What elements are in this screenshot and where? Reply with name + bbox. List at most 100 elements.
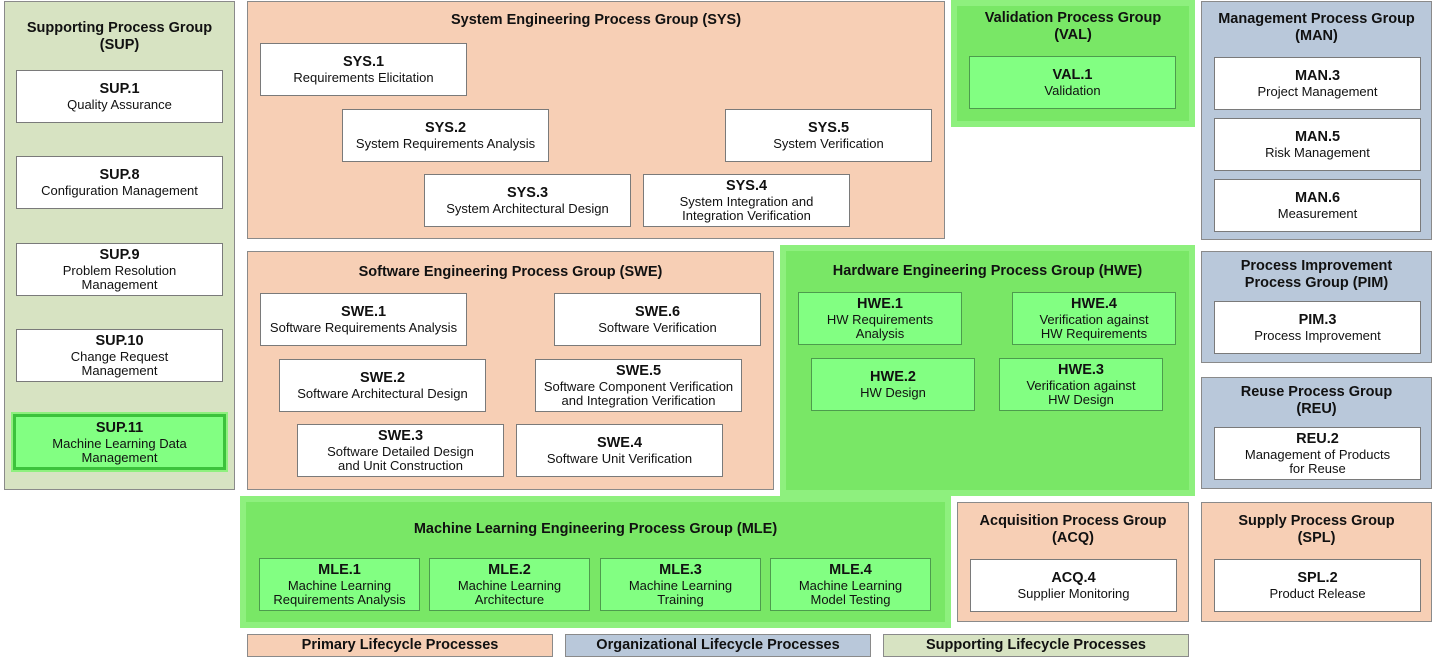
process-name: Software Requirements Analysis [269, 320, 458, 335]
process-id: SUP.10 [95, 333, 144, 349]
process-id: SWE.3 [377, 428, 424, 444]
process-swe2[interactable]: SWE.2 Software Architectural Design [279, 359, 486, 412]
process-name: Machine Learning Architecture [457, 578, 562, 607]
process-man3[interactable]: MAN.3 Project Management [1214, 57, 1421, 110]
group-title-spl: Supply Process Group (SPL) [1238, 513, 1395, 546]
process-name: Measurement [1277, 206, 1358, 221]
process-name: Machine Learning Training [628, 578, 733, 607]
group-swe: Software Engineering Process Group (SWE)… [247, 251, 774, 490]
process-sys5[interactable]: SYS.5 System Verification [725, 109, 932, 162]
process-id: HWE.4 [1071, 296, 1117, 312]
group-title-hwe: Hardware Engineering Process Group (HWE) [832, 263, 1143, 279]
process-name: Software Architectural Design [297, 386, 468, 401]
process-acq4[interactable]: ACQ.4 Supplier Monitoring [970, 559, 1177, 612]
process-hwe3[interactable]: HWE.3 Verification against HW Design [999, 358, 1163, 411]
group-reu: Reuse Process Group (REU) REU.2 Manageme… [1201, 377, 1432, 489]
group-title-man: Management Process Group (MAN) [1218, 11, 1415, 44]
process-name: Product Release [1269, 586, 1366, 601]
group-title-swe: Software Engineering Process Group (SWE) [358, 264, 663, 280]
group-sys: System Engineering Process Group (SYS) S… [247, 1, 945, 239]
process-name: Machine Learning Data Management [52, 435, 187, 465]
process-sys1[interactable]: SYS.1 Requirements Elicitation [260, 43, 467, 96]
legend-supporting: Supporting Lifecycle Processes [883, 634, 1189, 657]
group-title-val: Validation Process Group (VAL) [984, 10, 1162, 43]
process-name: Software Unit Verification [546, 451, 693, 466]
process-sys4[interactable]: SYS.4 System Integration and Integration… [643, 174, 850, 227]
process-mle1[interactable]: MLE.1 Machine Learning Requirements Anal… [259, 558, 420, 611]
process-name: Supplier Monitoring [1017, 586, 1130, 601]
process-id: MLE.3 [659, 562, 702, 578]
process-sup8[interactable]: SUP.8 Configuration Management [16, 156, 223, 209]
process-name: System Verification [773, 136, 884, 151]
process-sup10[interactable]: SUP.10 Change Request Management [16, 329, 223, 382]
process-id: SWE.2 [359, 370, 406, 386]
process-id: SUP.11 [95, 419, 144, 436]
group-sup: Supporting Process Group (SUP) SUP.1 Qua… [4, 1, 235, 490]
process-man5[interactable]: MAN.5 Risk Management [1214, 118, 1421, 171]
process-spl2[interactable]: SPL.2 Product Release [1214, 559, 1421, 612]
process-reu2[interactable]: REU.2 Management of Products for Reuse [1214, 427, 1421, 480]
process-swe1[interactable]: SWE.1 Software Requirements Analysis [260, 293, 467, 346]
process-id: SYS.5 [807, 120, 850, 136]
process-swe6[interactable]: SWE.6 Software Verification [554, 293, 761, 346]
legend-organizational: Organizational Lifecycle Processes [565, 634, 871, 657]
process-id: MLE.2 [488, 562, 531, 578]
process-sup1[interactable]: SUP.1 Quality Assurance [16, 70, 223, 123]
process-pim3[interactable]: PIM.3 Process Improvement [1214, 301, 1421, 354]
process-mle3[interactable]: MLE.3 Machine Learning Training [600, 558, 761, 611]
group-val: Validation Process Group (VAL) VAL.1 Val… [951, 0, 1195, 127]
process-swe4[interactable]: SWE.4 Software Unit Verification [516, 424, 723, 477]
process-sup11[interactable]: SUP.11 Machine Learning Data Management [11, 412, 228, 472]
process-id: MAN.5 [1294, 129, 1341, 145]
process-name: Problem Resolution Management [62, 263, 177, 292]
process-val1[interactable]: VAL.1 Validation [969, 56, 1176, 109]
process-name: Machine Learning Model Testing [798, 578, 903, 607]
process-name: Software Detailed Design and Unit Constr… [327, 444, 474, 473]
process-id: ACQ.4 [1051, 570, 1096, 586]
process-name: Software Component Verification and Inte… [543, 379, 734, 408]
process-name: Validation [1044, 83, 1101, 98]
process-name: Configuration Management [41, 183, 198, 198]
process-id: MAN.6 [1294, 190, 1341, 206]
process-hwe2[interactable]: HWE.2 HW Design [811, 358, 975, 411]
process-sys3[interactable]: SYS.3 System Architectural Design [424, 174, 631, 227]
process-id: MLE.1 [318, 562, 361, 578]
process-id: SWE.6 [634, 304, 681, 320]
process-id: PIM.3 [1298, 312, 1337, 328]
process-name: Change Request Management [70, 349, 169, 378]
group-spl: Supply Process Group (SPL) SPL.2 Product… [1201, 502, 1432, 622]
process-swe5[interactable]: SWE.5 Software Component Verification an… [535, 359, 742, 412]
process-name: Project Management [1257, 84, 1378, 99]
group-title-sup: Supporting Process Group (SUP) [26, 20, 213, 53]
process-id: HWE.2 [870, 369, 916, 385]
process-name: HW Requirements Analysis [826, 312, 934, 341]
process-mle4[interactable]: MLE.4 Machine Learning Model Testing [770, 558, 931, 611]
process-name: Machine Learning Requirements Analysis [273, 578, 406, 607]
process-swe3[interactable]: SWE.3 Software Detailed Design and Unit … [297, 424, 504, 477]
group-acq: Acquisition Process Group (ACQ) ACQ.4 Su… [957, 502, 1189, 622]
process-name: Requirements Elicitation [293, 70, 434, 85]
process-man6[interactable]: MAN.6 Measurement [1214, 179, 1421, 232]
process-name: Verification against HW Requirements [1039, 312, 1149, 341]
process-name: Software Verification [598, 320, 717, 335]
process-hwe4[interactable]: HWE.4 Verification against HW Requiremen… [1012, 292, 1176, 345]
process-id: SUP.9 [99, 247, 140, 263]
process-id: SYS.2 [424, 120, 467, 136]
process-id: SWE.5 [615, 363, 662, 379]
process-mle2[interactable]: MLE.2 Machine Learning Architecture [429, 558, 590, 611]
process-id: SUP.1 [99, 81, 140, 97]
process-id: SYS.1 [342, 54, 385, 70]
process-name: Verification against HW Design [1026, 378, 1136, 407]
process-hwe1[interactable]: HWE.1 HW Requirements Analysis [798, 292, 962, 345]
process-name: HW Design [860, 385, 926, 400]
process-id: SWE.4 [596, 435, 643, 451]
process-id: SWE.1 [340, 304, 387, 320]
process-sup9[interactable]: SUP.9 Problem Resolution Management [16, 243, 223, 296]
process-sys2[interactable]: SYS.2 System Requirements Analysis [342, 109, 549, 162]
group-man: Management Process Group (MAN) MAN.3 Pro… [1201, 1, 1432, 240]
process-id: SPL.2 [1297, 570, 1338, 586]
process-name: Management of Products for Reuse [1244, 447, 1391, 476]
group-title-reu: Reuse Process Group (REU) [1240, 384, 1393, 417]
group-title-sys: System Engineering Process Group (SYS) [450, 12, 742, 28]
legend-primary: Primary Lifecycle Processes [247, 634, 553, 657]
